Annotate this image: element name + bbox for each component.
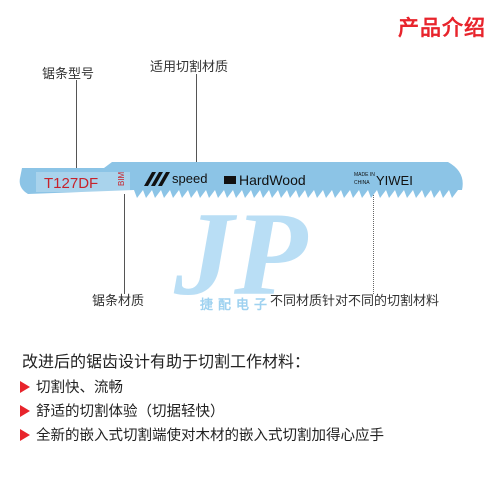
material-code-text: BIM	[117, 171, 126, 186]
made-in-text: MADE IN	[354, 172, 375, 178]
blade-body	[19, 162, 463, 194]
model-label-area	[36, 172, 130, 192]
model-code-text: T127DF	[44, 175, 98, 192]
watermark-subtitle: 捷配电子	[200, 298, 273, 313]
speed-stripes-icon	[144, 172, 170, 186]
blade-tooth-row	[134, 190, 458, 198]
list-item-text: 舒适的切割体验（切据轻快）	[36, 404, 225, 420]
red-triangle-bullet-icon	[20, 429, 30, 441]
blade-teeth	[134, 190, 458, 198]
red-triangle-bullet-icon	[20, 381, 30, 393]
watermark-logo-text: JP	[173, 187, 309, 320]
speed-label: speed	[172, 171, 207, 186]
callout-blade-model: 锯条型号	[42, 67, 95, 82]
list-item: 舒适的切割体验（切据轻快）	[20, 400, 384, 424]
feature-list: 切割快、流畅 舒适的切割体验（切据轻快） 全新的嵌入式切割端使对木材的嵌入式切割…	[20, 376, 384, 448]
jp-watermark-logo: JP	[173, 187, 309, 320]
callout-line-applicable	[196, 74, 197, 174]
china-text: CHINA	[354, 180, 370, 186]
list-item: 切割快、流畅	[20, 376, 384, 400]
callout-different-material: 不同材质针对不同的切割材料	[270, 294, 440, 309]
list-item-text: 全新的嵌入式切割端使对木材的嵌入式切割加得心应手	[36, 428, 384, 444]
callout-applicable-material: 适用切割材质	[150, 60, 229, 75]
wood-icon	[224, 176, 236, 184]
callout-blade-material: 锯条材质	[92, 294, 145, 309]
list-item-text: 切割快、流畅	[36, 380, 123, 396]
callout-line-different	[373, 188, 374, 294]
page-title: 产品介绍	[398, 16, 486, 40]
intro-title: 改进后的锯齿设计有助于切割工作材料：	[22, 352, 311, 371]
list-item: 全新的嵌入式切割端使对木材的嵌入式切割加得心应手	[20, 424, 384, 448]
red-triangle-bullet-icon	[20, 405, 30, 417]
hardwood-label: HardWood	[239, 172, 306, 188]
brand-text: YIWEI	[376, 173, 413, 188]
callout-line-blade-material	[124, 194, 125, 294]
callout-line-model	[76, 80, 77, 168]
